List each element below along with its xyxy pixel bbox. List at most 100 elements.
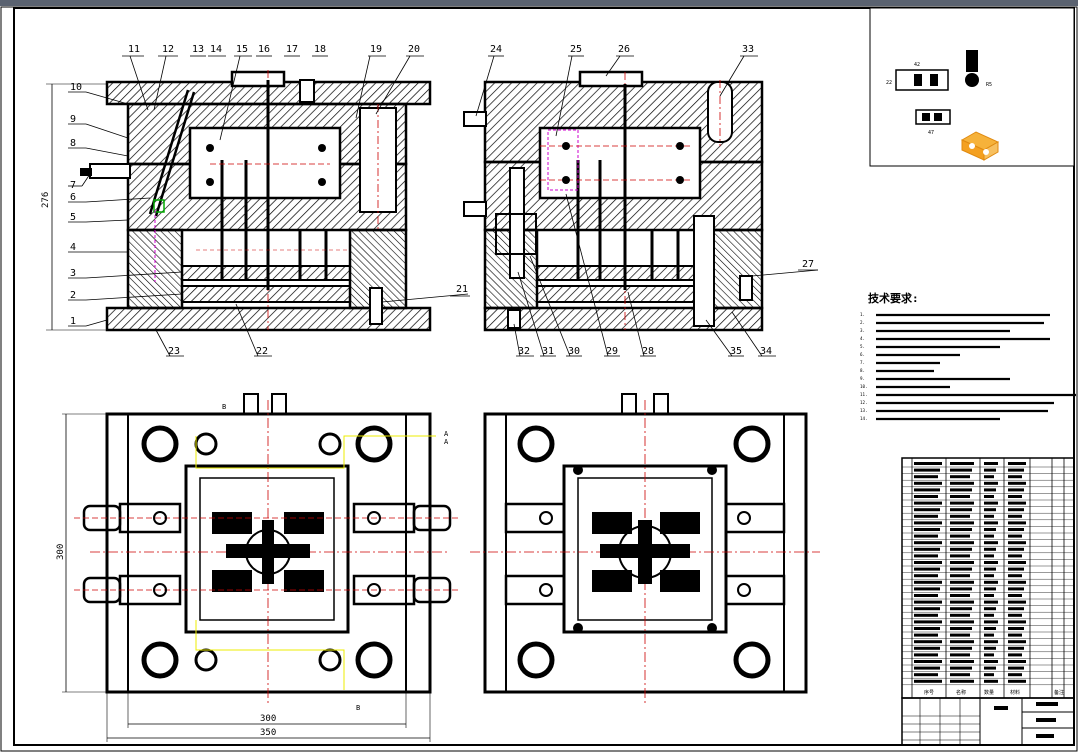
callout-24: 24 — [490, 44, 502, 55]
parts-row-cell — [1008, 640, 1026, 644]
parts-row-cell — [984, 580, 998, 584]
callouts-left-bottom: 23 22 21 — [155, 284, 470, 357]
tech-req-title: 技术要求: — [868, 291, 919, 305]
callout-16: 16 — [258, 44, 270, 55]
callout-7: 7 — [70, 180, 76, 191]
parts-row-cell — [914, 600, 942, 604]
parts-row-cell — [950, 495, 970, 498]
tech-req-line-4: 4. — [860, 336, 865, 341]
parts-row-cell — [1008, 574, 1022, 578]
parts-row-cell — [914, 547, 940, 551]
tech-req-line-2: 2. — [860, 320, 865, 325]
parts-row-cell — [950, 574, 970, 578]
parts-header-no: 序号 — [924, 689, 934, 696]
parts-row-cell — [950, 508, 972, 512]
parts-row-cell — [1008, 613, 1022, 617]
tech-req-line-14: 14. — [860, 416, 868, 421]
parts-row-cell — [950, 620, 974, 624]
section-mark-b-bottom: B — [356, 704, 360, 712]
parts-row-cell — [950, 653, 970, 657]
inset-dim-22: 22 — [886, 80, 892, 86]
parts-row-cell — [984, 587, 996, 591]
callout-33: 33 — [742, 44, 754, 55]
tech-req-line-11: 11. — [860, 392, 868, 397]
parts-row-cell — [984, 594, 994, 597]
plan-dimensions: 300 300 350 B A B A — [56, 403, 449, 742]
tech-req-line-5: 5. — [860, 344, 865, 349]
parts-row-cell — [1008, 475, 1022, 479]
parts-row-cell — [950, 607, 972, 611]
parts-list-table: 序号 名称 数量 材料 备注 — [901, 457, 1075, 699]
parts-row-cell — [914, 640, 942, 644]
parts-row-cell — [1008, 481, 1026, 485]
tech-req-line-8: 8. — [860, 368, 865, 373]
callouts-left-top: 11 12 13 14 15 16 17 18 19 20 — [122, 44, 424, 141]
parts-row-cell — [914, 508, 940, 512]
parts-row-cell — [1008, 633, 1022, 637]
parts-row-cell — [1008, 462, 1026, 465]
callout-6: 6 — [70, 192, 76, 203]
callout-19: 19 — [370, 44, 382, 55]
parts-row-cell — [914, 653, 938, 657]
callout-27: 27 — [802, 259, 814, 270]
parts-row-cell — [914, 541, 942, 545]
parts-row-cell — [950, 627, 972, 630]
parts-row-cell — [1008, 567, 1024, 571]
parts-row-cell — [984, 528, 996, 531]
parts-row-cell — [1008, 468, 1024, 472]
callout-22: 22 — [256, 346, 268, 357]
tech-req-line-9: 9. — [860, 376, 865, 381]
parts-row-cell — [950, 660, 974, 663]
parts-row-cell — [984, 495, 994, 498]
parts-row-cell — [1008, 653, 1022, 657]
parts-row-cell — [1008, 508, 1024, 512]
callout-1: 1 — [70, 316, 76, 327]
parts-row-cell — [914, 567, 940, 571]
parts-row-cell — [984, 534, 994, 538]
parts-row-cell — [950, 633, 970, 637]
parts-row-cell — [1008, 587, 1024, 591]
callouts-right: 24 25 26 33 27 32 31 30 29 28 35 34 — [475, 44, 819, 357]
plan-view-right — [470, 393, 820, 705]
parts-row-cell — [914, 620, 942, 624]
parts-row-cell — [984, 653, 994, 657]
callout-3: 3 — [70, 268, 76, 279]
callout-10: 10 — [70, 82, 82, 93]
section-mark-a-right-2: A — [444, 438, 449, 446]
parts-row-cell — [1008, 627, 1024, 630]
parts-row-cell — [914, 514, 938, 518]
parts-row-cell — [1008, 600, 1026, 604]
parts-row-cell — [1008, 521, 1026, 525]
parts-row-cell — [1008, 547, 1024, 551]
parts-row-cell — [950, 613, 970, 617]
parts-row-cell — [984, 600, 998, 604]
inset-dim-r5: R5 — [986, 82, 992, 88]
parts-row-cell — [914, 673, 938, 677]
parts-row-cell — [914, 468, 940, 472]
tech-req-line-12: 12. — [860, 400, 868, 405]
parts-row-cell — [914, 660, 942, 663]
callout-17: 17 — [286, 44, 298, 55]
callout-34: 34 — [760, 346, 772, 357]
dim-276-text: 276 — [41, 192, 51, 208]
parts-row-cell — [950, 580, 974, 584]
parts-row-cell — [950, 481, 974, 485]
parts-row-cell — [914, 554, 938, 558]
tech-req-line-13: 13. — [860, 408, 868, 413]
parts-row-cell — [984, 574, 994, 578]
parts-row-cell — [950, 462, 974, 465]
parts-row-cell — [950, 528, 972, 531]
parts-row-cell — [914, 574, 938, 578]
callout-8: 8 — [70, 138, 76, 149]
callout-5: 5 — [70, 212, 76, 223]
callout-9: 9 — [70, 114, 76, 125]
parts-row-cell — [984, 488, 996, 492]
parts-row-cell — [914, 580, 942, 584]
part-3d-icon — [960, 131, 1000, 161]
parts-row-cell — [950, 587, 972, 591]
parts-row-cell — [914, 627, 940, 630]
callout-21: 21 — [456, 284, 468, 295]
callout-29: 29 — [606, 346, 618, 357]
parts-row-cell — [950, 567, 972, 571]
callout-28: 28 — [642, 346, 654, 357]
